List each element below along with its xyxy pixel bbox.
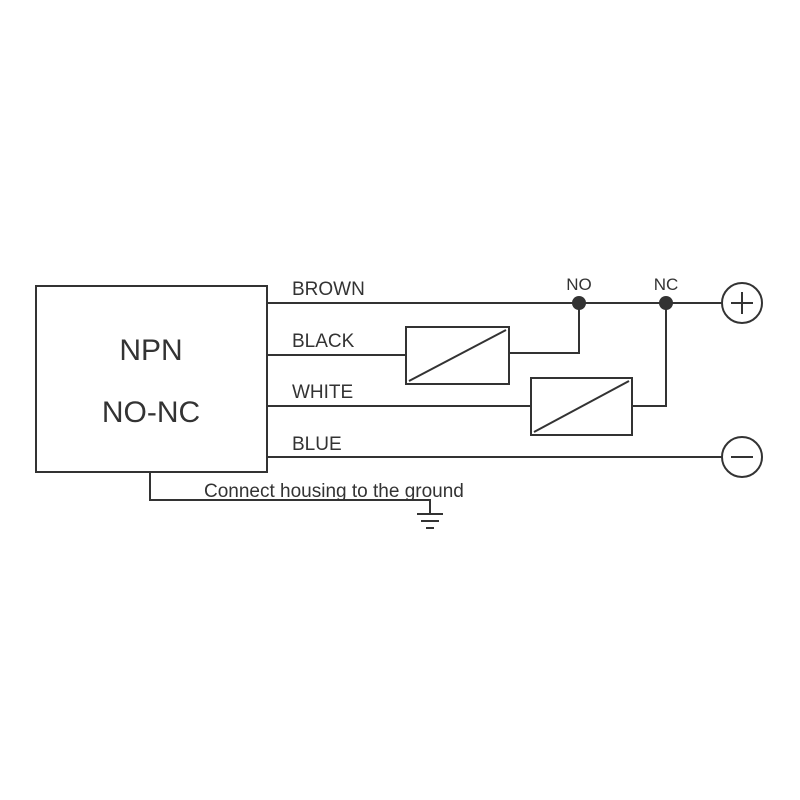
nc-node-label: NC xyxy=(654,275,679,294)
black-wire-label: BLACK xyxy=(292,331,355,352)
plus-icon xyxy=(731,292,753,314)
sensor-body xyxy=(35,285,268,473)
load-nc-diagonal xyxy=(533,380,630,433)
nc-junction-dot xyxy=(659,296,673,310)
ground-note: Connect housing to the ground xyxy=(204,481,464,502)
sensor-type-label: NPN xyxy=(119,334,182,367)
brown-wire-label: BROWN xyxy=(292,279,365,300)
no-junction-dot xyxy=(572,296,586,310)
no-connection-wire xyxy=(509,303,580,354)
ground-icon xyxy=(417,513,443,529)
no-node-label: NO xyxy=(566,275,592,294)
white-wire-label: WHITE xyxy=(292,382,353,403)
blue-wire-label: BLUE xyxy=(292,434,342,455)
load-no-diagonal xyxy=(408,329,507,382)
ground-wire xyxy=(149,472,431,514)
sensor-output-label: NO-NC xyxy=(102,396,200,429)
nc-connection-wire xyxy=(632,303,667,407)
